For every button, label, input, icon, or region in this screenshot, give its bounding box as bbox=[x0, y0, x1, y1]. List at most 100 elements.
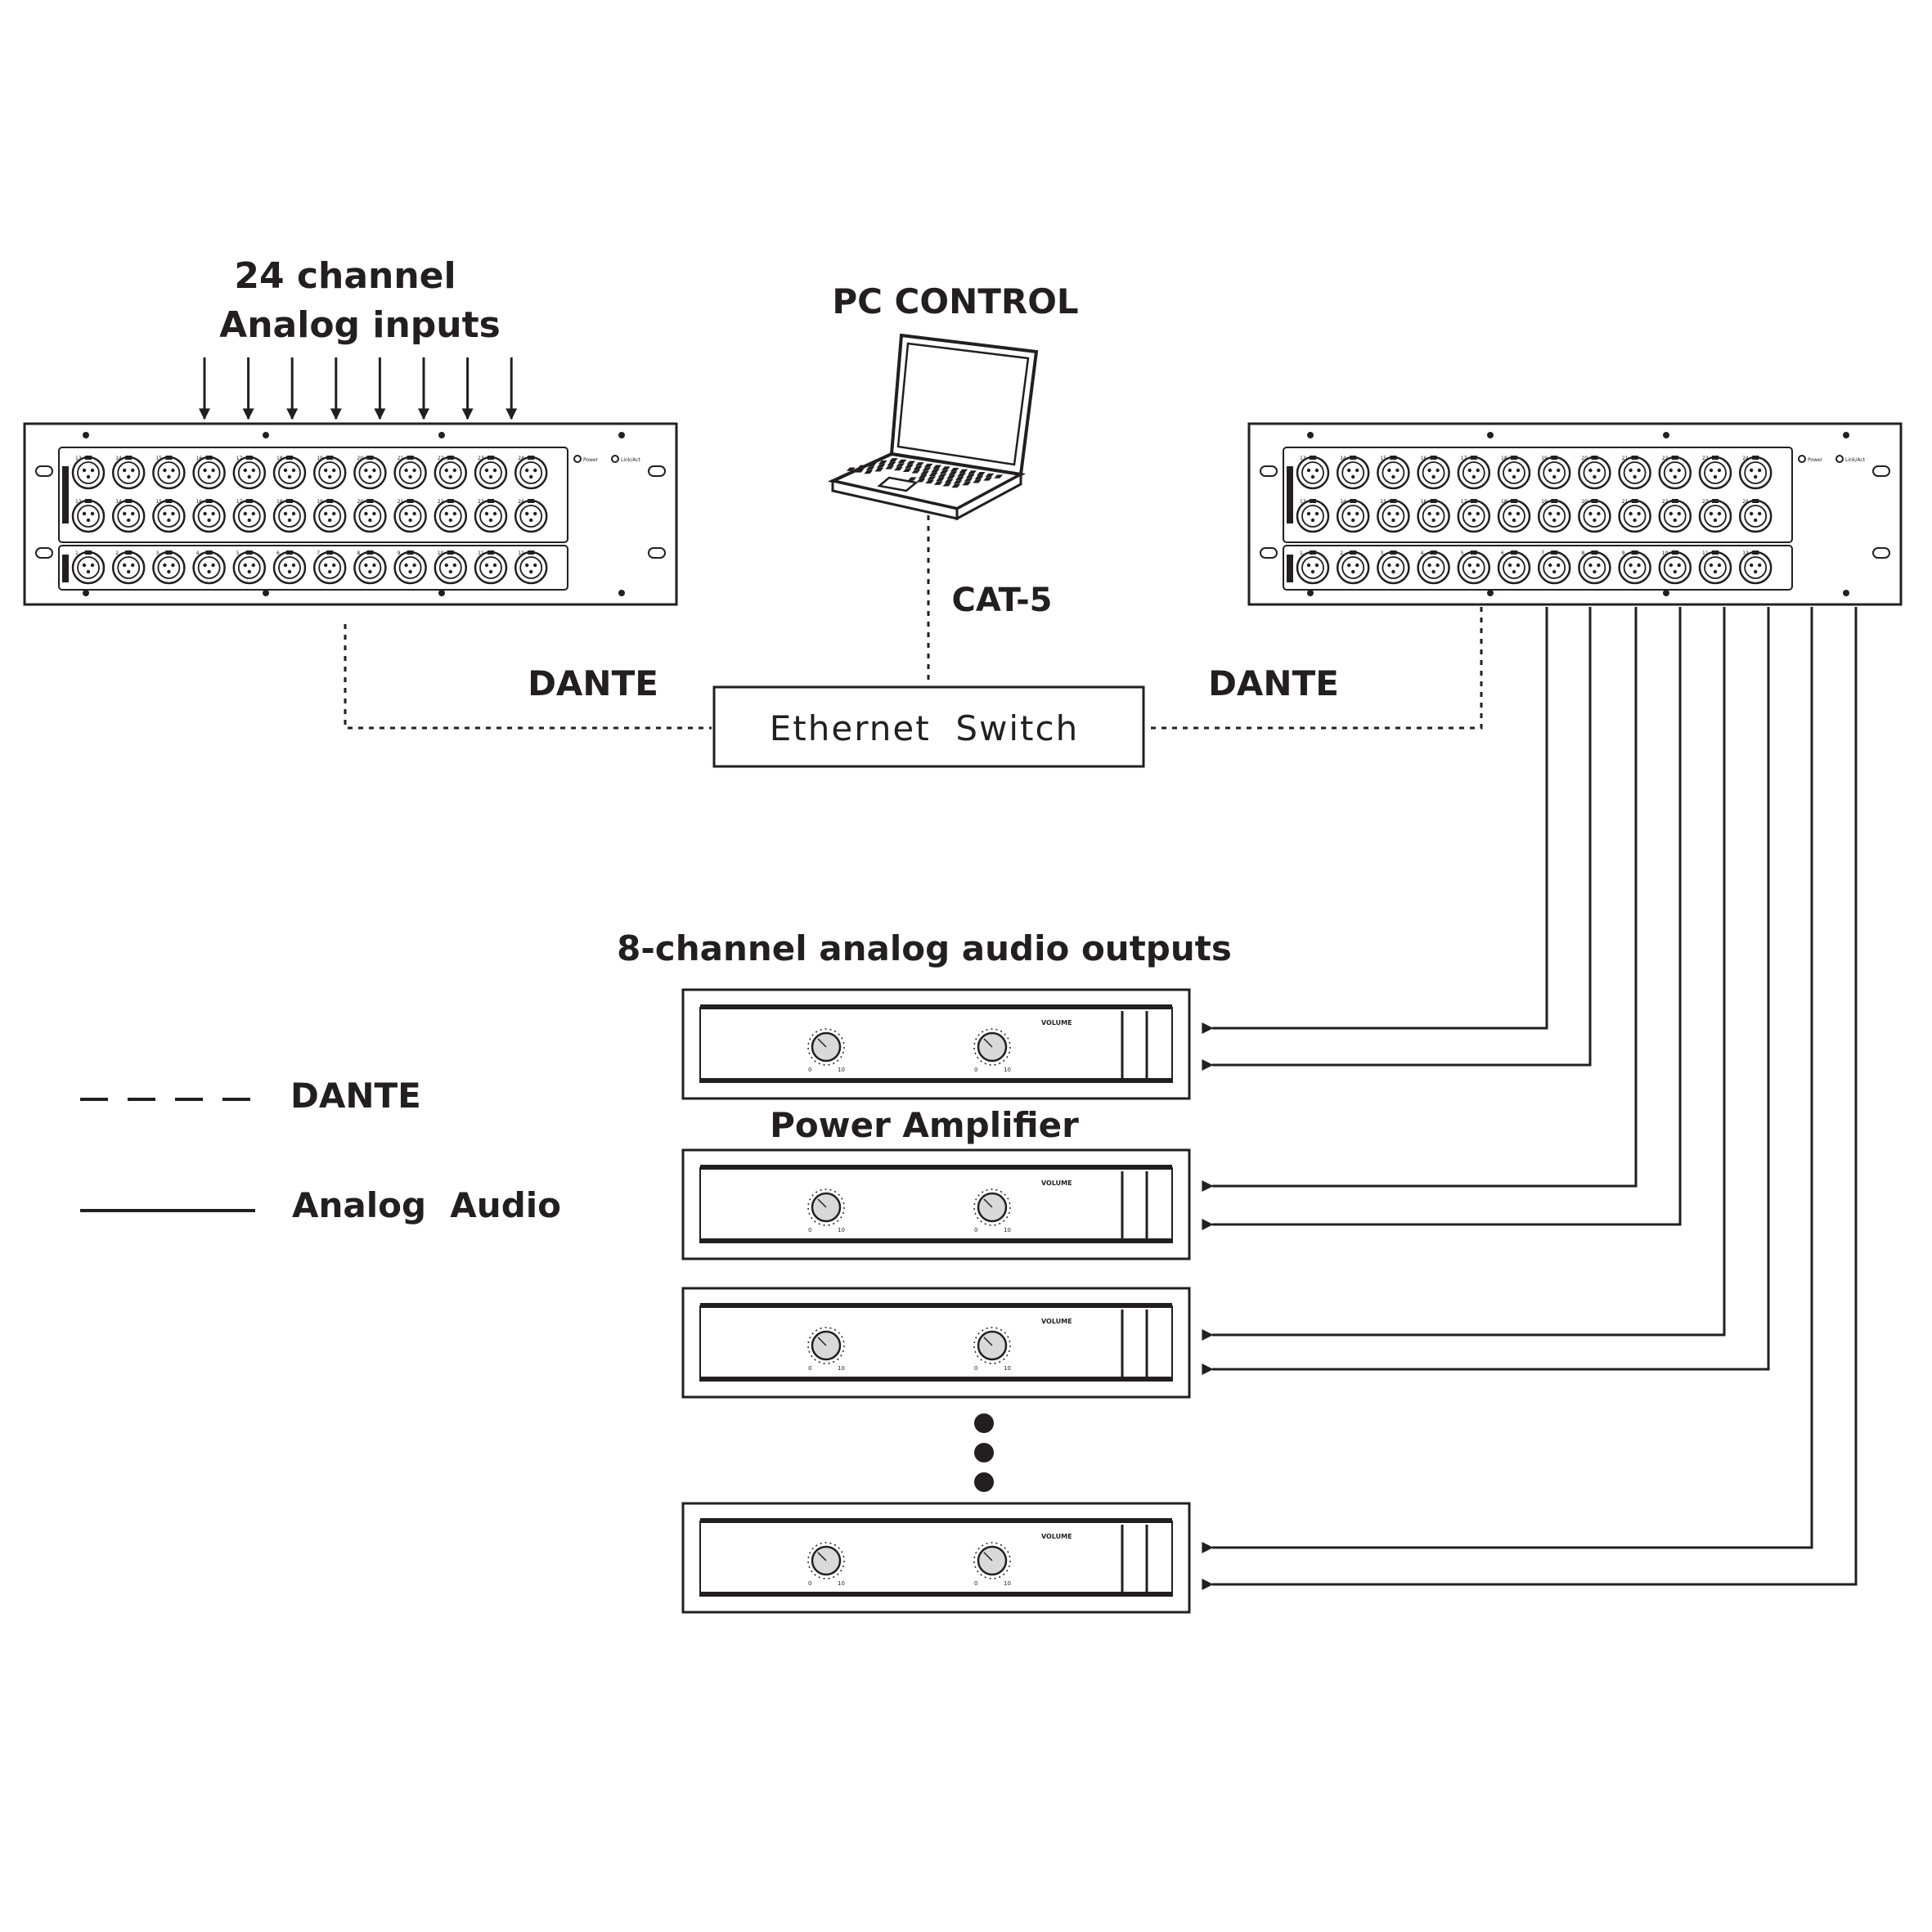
amp-front-panel bbox=[699, 1007, 1173, 1083]
outputs-label: 8-channel analog audio outputs bbox=[617, 928, 1232, 968]
rack-screw bbox=[438, 590, 445, 596]
laptop-key bbox=[894, 466, 903, 471]
panel-handle bbox=[1287, 555, 1293, 582]
xlr-connector-icon bbox=[514, 499, 548, 533]
link-led-label: Link/Act bbox=[621, 457, 641, 463]
connector-number: 5 bbox=[236, 550, 240, 556]
laptop-key bbox=[936, 477, 945, 482]
laptop-keyboard bbox=[847, 458, 1004, 488]
xlr-connector-icon bbox=[1738, 550, 1772, 585]
knob-min-label: 0 bbox=[974, 1227, 977, 1233]
connector-number: 17 bbox=[236, 499, 243, 505]
pc-control-label: PC CONTROL bbox=[832, 281, 1078, 321]
connector-number: 12 bbox=[518, 550, 524, 556]
xlr-connector-icon bbox=[353, 499, 387, 533]
volume-label: VOLUME bbox=[1041, 1533, 1072, 1540]
rack-screw bbox=[263, 590, 269, 596]
xlr-connector-icon bbox=[393, 499, 427, 533]
xlr-connector-icon bbox=[474, 550, 508, 585]
xlr-connector-icon bbox=[1537, 456, 1571, 490]
connector-number: 11 bbox=[1702, 550, 1709, 556]
laptop-key bbox=[959, 469, 968, 474]
legend-dante-label: DANTE bbox=[290, 1076, 421, 1116]
volume-knob-icon bbox=[973, 1327, 1011, 1364]
connector-number: 10 bbox=[438, 550, 444, 556]
laptop-key bbox=[857, 465, 866, 470]
connector-number: 20 bbox=[1581, 499, 1588, 505]
connector-number: 22 bbox=[438, 499, 444, 505]
rack-screw bbox=[1487, 590, 1494, 596]
connector-number: 18 bbox=[276, 499, 283, 505]
knob-max-label: 10 bbox=[1004, 1067, 1011, 1073]
connector-number: 20 bbox=[357, 456, 363, 461]
rack-screw bbox=[263, 432, 269, 438]
connector-number: 18 bbox=[1501, 456, 1507, 461]
connector-number: 7 bbox=[1541, 550, 1544, 556]
connector-number: 3 bbox=[1380, 550, 1383, 556]
panel-handle bbox=[62, 555, 69, 582]
laptop-key bbox=[933, 481, 943, 485]
xlr-connector-icon bbox=[1497, 456, 1531, 490]
rack-ear-slot bbox=[1872, 547, 1890, 559]
xlr-connector-icon bbox=[1618, 499, 1651, 533]
rack-screw bbox=[83, 432, 89, 438]
xlr-connector-icon bbox=[232, 456, 267, 490]
xlr-connector-icon bbox=[312, 550, 347, 585]
xlr-connector-icon bbox=[1537, 550, 1571, 585]
analog-output-wire bbox=[1202, 607, 1770, 1375]
connector-number: 10 bbox=[1662, 550, 1669, 556]
power-led-label: Power bbox=[583, 457, 599, 463]
dante-link-left bbox=[344, 624, 712, 730]
laptop-key bbox=[955, 476, 964, 481]
laptop-key bbox=[922, 467, 932, 471]
connector-number: 15 bbox=[155, 456, 162, 461]
xlr-connector-icon bbox=[353, 456, 387, 490]
laptop-key bbox=[941, 466, 950, 470]
amp-top-bar bbox=[700, 1004, 1172, 1009]
connector-number: 21 bbox=[1622, 456, 1629, 461]
analog-output-wire bbox=[1202, 607, 1592, 1071]
laptop-key bbox=[915, 462, 924, 466]
xlr-connector-icon bbox=[272, 499, 307, 533]
connector-number: 20 bbox=[357, 499, 363, 505]
connector-number: 8 bbox=[1581, 550, 1584, 556]
ellipsis-dot-3 bbox=[974, 1472, 994, 1492]
rack-ear-slot bbox=[1260, 465, 1278, 477]
connector-number: 15 bbox=[1380, 456, 1386, 461]
connector-number: 9 bbox=[1622, 550, 1625, 556]
rack-screw bbox=[1843, 432, 1849, 438]
xlr-connector-icon bbox=[192, 499, 226, 533]
laptop-key bbox=[868, 462, 877, 467]
xlr-connector-icon bbox=[1336, 456, 1370, 490]
connector-number: 22 bbox=[1662, 499, 1669, 505]
rack-screw bbox=[1663, 432, 1669, 438]
rack-screw bbox=[1307, 590, 1314, 596]
connector-number: 4 bbox=[196, 550, 200, 556]
laptop-key bbox=[923, 463, 933, 468]
connector-number: 1 bbox=[1300, 550, 1303, 556]
amp-top-bar bbox=[700, 1165, 1172, 1170]
analog-output-wires bbox=[1202, 607, 1858, 1590]
connector-number: 23 bbox=[1702, 456, 1709, 461]
xlr-connector-icon bbox=[111, 550, 146, 585]
connector-number: 15 bbox=[155, 499, 162, 505]
connector-number: 14 bbox=[115, 499, 122, 505]
laptop-key bbox=[994, 474, 1004, 479]
xlr-connector-icon bbox=[111, 499, 146, 533]
laptop-key bbox=[920, 470, 929, 475]
laptop-key bbox=[976, 471, 986, 476]
xlr-connector-icon bbox=[1296, 499, 1330, 533]
laptop-key bbox=[865, 466, 875, 470]
rack-ear-slot bbox=[1260, 547, 1278, 559]
amp-bottom-bar bbox=[700, 1078, 1172, 1083]
connector-number: 24 bbox=[1742, 456, 1749, 461]
laptop-key bbox=[946, 475, 955, 479]
laptop-key bbox=[948, 471, 958, 475]
analog-output-wire bbox=[1202, 607, 1638, 1192]
knob-min-label: 0 bbox=[974, 1580, 977, 1587]
panel-handle bbox=[1287, 466, 1293, 523]
connector-number: 17 bbox=[1461, 499, 1467, 505]
